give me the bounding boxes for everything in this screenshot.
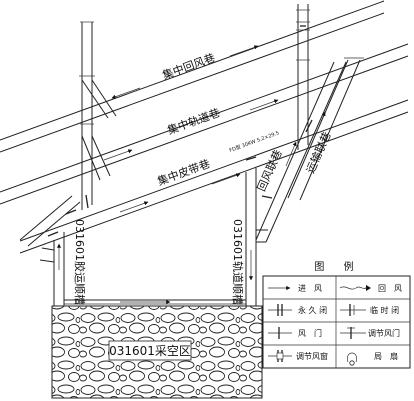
working-face-outline — [39, 168, 268, 306]
airflow-arrow — [119, 201, 149, 213]
belt-gate-label: 031601胶运顺槽 — [73, 219, 87, 305]
airflow-arrow — [111, 87, 141, 99]
permanent-seal-icon — [268, 304, 292, 316]
legend-item-label: 调节风门 — [368, 328, 400, 338]
ventilation-structures — [47, 25, 313, 237]
regulating-window-icon — [268, 350, 292, 362]
local-fan-icon — [347, 352, 357, 366]
legend-item-label: 局 扇 — [374, 351, 398, 361]
left-connector — [79, 21, 95, 210]
legend-item-label: 永 久 闭 — [298, 305, 327, 315]
return-main-label: 集中回风巷 — [160, 50, 216, 82]
belt-main-label: 集中皮带巷 — [155, 156, 211, 188]
goaf-area: 031601采空区 — [51, 305, 263, 399]
airflow-arrow — [249, 99, 279, 111]
legend-title: 图 例 — [314, 260, 361, 273]
left-bracing — [81, 79, 117, 181]
track-gate-label: 031601轨道顺槽 — [231, 219, 245, 305]
legend-item-label: 临 时 闭 — [370, 305, 399, 315]
temporary-seal-icon — [340, 304, 366, 316]
goaf-label: 031601采空区 — [109, 344, 191, 358]
airflow-arrows — [56, 45, 326, 305]
track-main-label: 集中轨道巷 — [165, 105, 221, 137]
return-arrow-icon — [339, 285, 371, 291]
left-gate-diagonal — [19, 195, 81, 247]
airflow-arrow — [285, 141, 297, 167]
return-connect-roadway: 回风联巷 — [255, 61, 347, 243]
return-connect-label: 回风联巷 — [255, 148, 285, 193]
airflow-arrow — [211, 173, 241, 185]
legend-item-label: 调节风窗 — [296, 351, 328, 361]
legend: 图 例 进 风 回 风 永 久 闭 临 时 闭 — [262, 260, 411, 369]
legend-item-label: 进 风 — [298, 284, 322, 293]
legend-item-label: 风 门 — [298, 328, 322, 338]
airflow-arrow — [314, 111, 326, 137]
airflow-arrow — [103, 149, 133, 161]
airflow-arrow — [229, 45, 259, 57]
air-door-icon — [268, 327, 292, 339]
regulating-door-icon — [340, 327, 366, 339]
legend-item-label: 回 风 — [378, 284, 402, 293]
